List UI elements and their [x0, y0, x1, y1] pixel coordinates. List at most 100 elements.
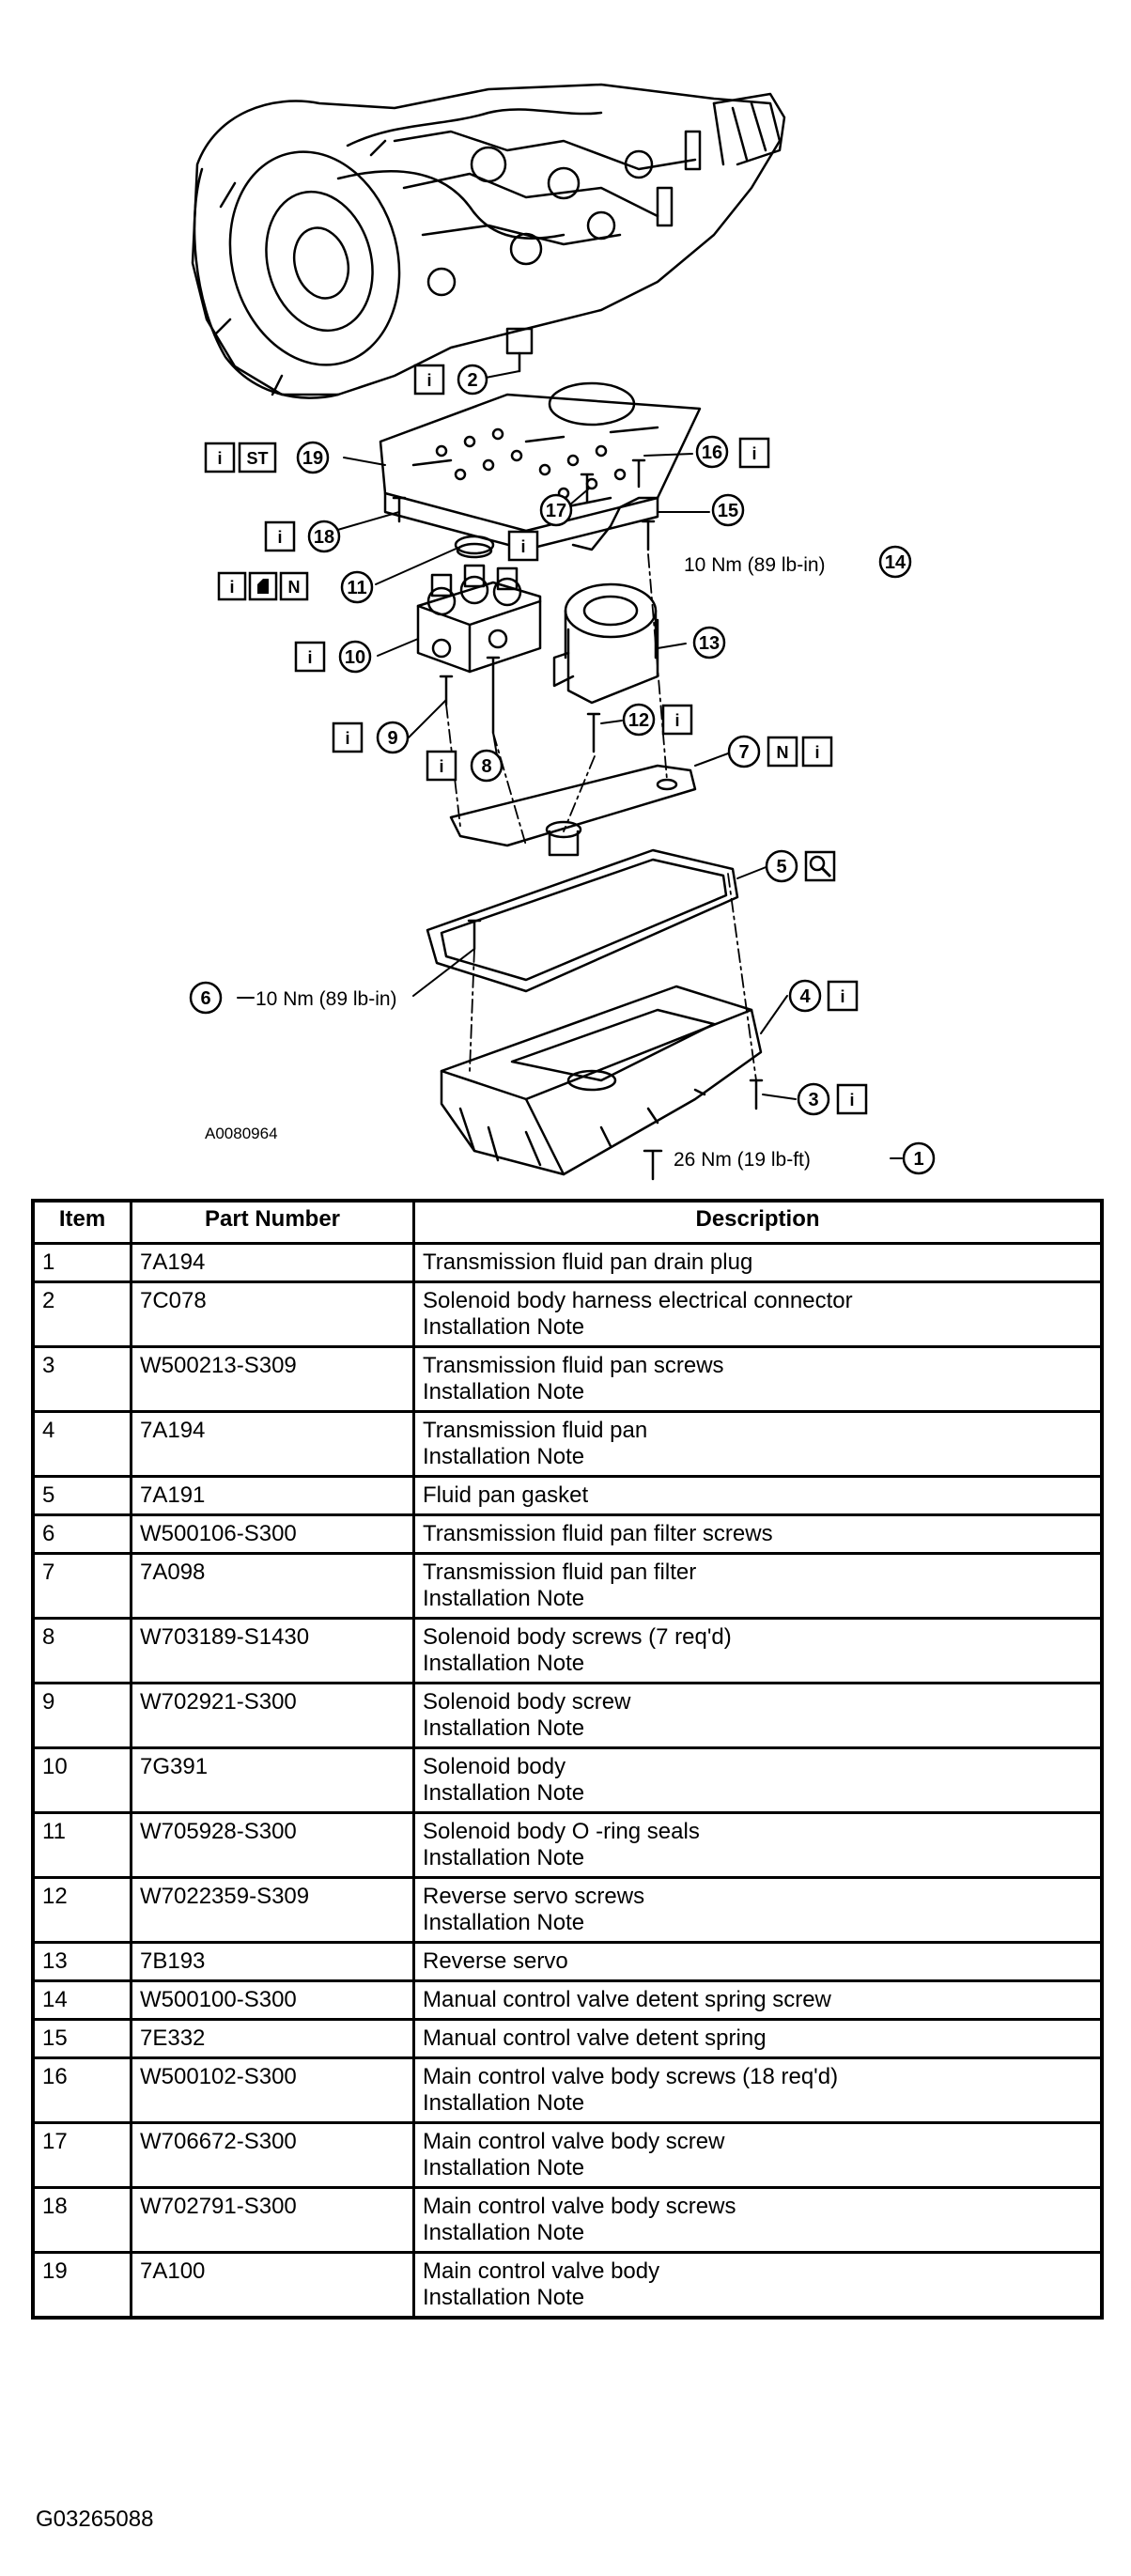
callout-6[interactable]: 6 10 Nm (89 lb-in)	[189, 981, 397, 1015]
callout-17[interactable]: 17 i	[507, 493, 573, 562]
description-text: Manual control valve detent spring	[423, 2025, 767, 2051]
svg-text:7: 7	[738, 742, 749, 763]
callout-14[interactable]: 10 Nm (89 lb-in) 14	[684, 545, 912, 579]
installation-note-link[interactable]: Installation Note	[423, 2155, 585, 2180]
installation-note-link[interactable]: Installation Note	[423, 1715, 585, 1741]
installation-note-link[interactable]: Installation Note	[423, 1586, 585, 1611]
screw-17-illustration	[580, 473, 595, 504]
svg-text:i: i	[674, 711, 679, 730]
part-number-cell: 7E332	[130, 2018, 415, 2059]
svg-text:i: i	[217, 449, 222, 468]
installation-note-link[interactable]: Installation Note	[423, 1444, 585, 1469]
exploded-view-diagram: i 2 i ST 19 16 i 17 i 15 i 18 10 Nm (89 …	[189, 83, 936, 1181]
callout-9[interactable]: i 9	[332, 721, 410, 754]
info-icon	[294, 641, 326, 673]
svg-text:6: 6	[200, 988, 210, 1009]
svg-text:10 Nm (89 lb-in): 10 Nm (89 lb-in)	[256, 988, 397, 1010]
installation-note-link[interactable]: Installation Note	[423, 1780, 585, 1806]
item-cell: 16	[31, 2056, 132, 2124]
reverse-servo-illustration	[552, 582, 659, 705]
svg-text:13: 13	[699, 633, 720, 654]
info-icon	[332, 722, 364, 753]
description-text: Transmission fluid pan filter screws	[423, 1521, 773, 1546]
svg-text:9: 9	[387, 728, 397, 749]
svg-text:N: N	[288, 578, 301, 597]
callout-10[interactable]: i 10	[294, 640, 372, 674]
svg-text:10 Nm (89 lb-in): 10 Nm (89 lb-in)	[684, 554, 826, 576]
callout-11[interactable]: i N 11	[217, 570, 374, 604]
item-cell: 11	[31, 1811, 132, 1879]
item-cell: 9	[31, 1682, 132, 1749]
callout-2[interactable]: i 2	[413, 364, 488, 396]
description-text: Solenoid body screw	[423, 1689, 631, 1715]
installation-note-link[interactable]: Installation Note	[423, 1651, 585, 1676]
item-cell: 15	[31, 2018, 132, 2059]
item-cell: 17	[31, 2121, 132, 2189]
installation-note-link[interactable]: Installation Note	[423, 1379, 585, 1404]
item-cell: 4	[31, 1410, 132, 1478]
callout-16[interactable]: 16 i	[695, 435, 770, 469]
callout-19[interactable]: i ST 19	[204, 441, 330, 474]
callout-8[interactable]: i 8	[426, 749, 504, 783]
info-icon	[661, 704, 693, 736]
part-number-cell: W7022359-S309	[130, 1876, 415, 1944]
svg-text:1: 1	[913, 1149, 923, 1170]
installation-note-link[interactable]: Installation Note	[423, 2090, 585, 2116]
installation-note-link[interactable]: Installation Note	[423, 2220, 585, 2245]
svg-text:i: i	[849, 1091, 854, 1110]
part-number-cell: 7A098	[130, 1552, 415, 1620]
description-text: Solenoid body O -ring seals	[423, 1819, 700, 1844]
callout-1[interactable]: 26 Nm (19 lb-ft) 1	[674, 1141, 936, 1175]
callout-7[interactable]: 7 N i	[727, 735, 833, 768]
callout-4[interactable]: 4 i	[788, 979, 859, 1013]
part-number-cell: W500213-S309	[130, 1345, 415, 1413]
svg-text:i: i	[439, 757, 443, 776]
item-cell: 14	[31, 1979, 132, 2021]
info-icon	[507, 530, 539, 562]
callout-3[interactable]: 3 i	[797, 1082, 868, 1116]
svg-text:i: i	[229, 578, 234, 597]
installation-note-link[interactable]: Installation Note	[423, 1910, 585, 1935]
fluid-filter-illustration	[449, 764, 697, 857]
installation-note-link[interactable]: Installation Note	[423, 2285, 585, 2310]
item-cell: 8	[31, 1617, 132, 1684]
screw-6-illustration	[467, 919, 482, 951]
svg-text:18: 18	[314, 527, 334, 548]
info-icon	[827, 980, 859, 1012]
diagram-figure-code: A0080964	[205, 1125, 278, 1142]
part-number-cell: W702791-S300	[130, 2186, 415, 2254]
callout-15[interactable]: 15	[711, 493, 745, 527]
svg-text:3: 3	[808, 1090, 818, 1110]
callout-5[interactable]: 5	[765, 849, 836, 883]
callout-13[interactable]: 13	[692, 626, 726, 660]
description-text: Solenoid body screws (7 req'd)	[423, 1624, 732, 1650]
description-text: Main control valve body screws	[423, 2194, 736, 2219]
callout-18[interactable]: i 18	[264, 520, 341, 553]
description-text: Main control valve body	[423, 2258, 660, 2284]
description-text: Reverse servo screws	[423, 1884, 645, 1909]
svg-text:19: 19	[302, 448, 323, 469]
svg-text:i: i	[345, 729, 349, 748]
column-header-description: Description	[412, 1199, 1104, 1245]
screw-14-illustration	[641, 520, 656, 551]
callout-12[interactable]: 12 i	[622, 703, 693, 737]
description-text: Main control valve body screws (18 req'd…	[423, 2064, 839, 2089]
installation-note-link[interactable]: Installation Note	[423, 1845, 585, 1870]
installation-note-link[interactable]: Installation Note	[423, 1314, 585, 1340]
description-text: Transmission fluid pan filter	[423, 1560, 697, 1585]
part-number-cell: 7C078	[130, 1280, 415, 1348]
screw-3-illustration	[749, 1079, 764, 1110]
description-cell: Transmission fluid pan filter screws	[412, 1513, 1104, 1555]
